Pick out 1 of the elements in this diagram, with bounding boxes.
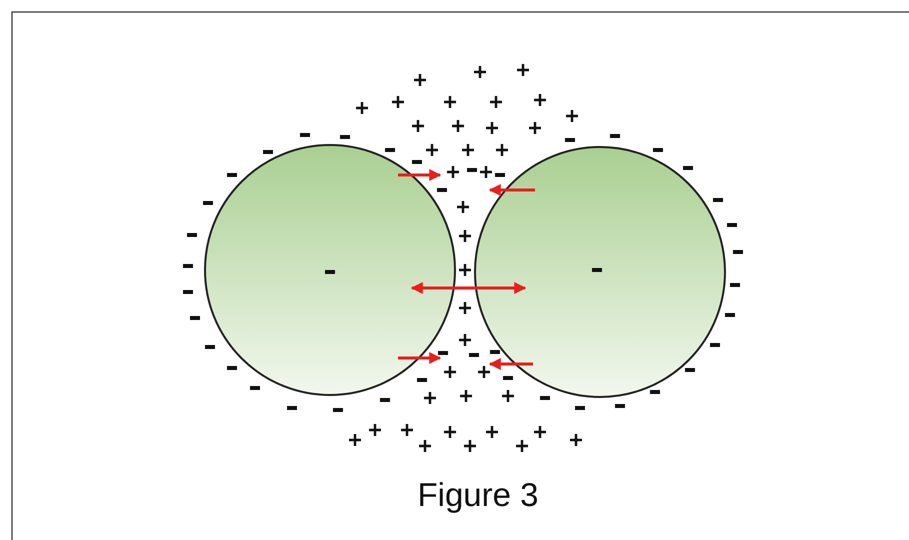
figure-caption: Figure 3 xyxy=(416,476,540,514)
